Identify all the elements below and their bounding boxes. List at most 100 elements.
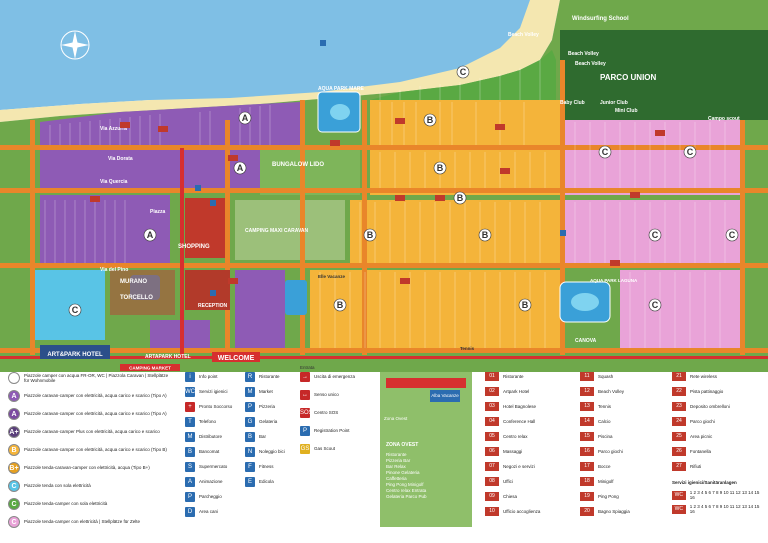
- svg-text:WELCOME: WELCOME: [218, 355, 255, 362]
- zone-marker: B: [478, 228, 492, 242]
- shopping-building: [185, 198, 225, 258]
- legend-zone-text: Piazzole tenda-caravan-camper con elettr…: [24, 465, 150, 471]
- label-parco-union: PARCO UNION: [600, 73, 657, 82]
- legend-service-text: Pronto Soccorso: [199, 404, 233, 410]
- label-artapark-hotel: ART&PARK HOTEL: [47, 352, 103, 358]
- inset-alba-vacanze: Alba Vacanze: [430, 390, 460, 402]
- code-badge: 18: [580, 477, 594, 486]
- parco-union-forest: [560, 30, 768, 120]
- main-roads: [0, 148, 768, 359]
- reception-pool: [285, 280, 307, 315]
- legend-zone-text: Piazzole caravan-camper con elettricità,…: [24, 411, 167, 417]
- newspaper-icon: E: [245, 477, 255, 487]
- legend-service-text: Market: [259, 389, 273, 395]
- legend-zone-text: Piazzole tenda-camper con sola elettrici…: [24, 501, 108, 507]
- code-badge: 23: [672, 402, 686, 411]
- aqua-park-mare-pool: [330, 104, 350, 120]
- label-via-azzurra: Via Azzurra: [100, 126, 127, 132]
- service-markers: [90, 40, 665, 296]
- label-beach-volley-2: Beach Volley: [568, 51, 599, 57]
- svg-text:B: B: [437, 163, 444, 173]
- svg-text:CAMPING MARKET: CAMPING MARKET: [129, 366, 171, 371]
- zone-marker: B: [363, 228, 377, 242]
- legend-code-text: Pista pattinaggio: [690, 388, 724, 394]
- zone-swatch: A+: [8, 426, 20, 438]
- svg-text:B: B: [367, 230, 374, 240]
- entertainment-icon: A: [185, 477, 195, 487]
- dog-icon: D: [185, 507, 195, 517]
- label-tennis: Tennis: [460, 346, 475, 351]
- legend-service-row: ↔Senso unico: [300, 390, 339, 400]
- legend-code-text: Fontanella: [690, 448, 712, 454]
- supermarket-icon: S: [185, 462, 195, 472]
- zone-cyan: [35, 270, 105, 340]
- legend-code-text: Minigolf: [598, 478, 614, 484]
- label-aqua-park-laguna: AQUA PARK LAGUNA: [590, 278, 638, 283]
- code-badge: 19: [580, 492, 594, 501]
- label-mini-club: Mini Club: [615, 108, 638, 114]
- wc-badge: WC: [672, 490, 686, 500]
- code-badge: 24: [672, 417, 686, 426]
- info-icon: i: [185, 372, 195, 382]
- wc-icon: WC: [185, 387, 195, 397]
- legend-code-text: Artpark Hotel: [503, 388, 530, 394]
- svg-text:C: C: [687, 147, 694, 157]
- zone-marker: B: [453, 191, 467, 205]
- legend-code-text: Rete wireless: [690, 373, 718, 379]
- zone-marker: C: [725, 228, 739, 242]
- phone-icon: T: [185, 417, 195, 427]
- bungalow-lido-area: [260, 150, 360, 195]
- legend-code-text: Hotel Bagnolese: [503, 403, 537, 409]
- label-artapark-hotel-2: ARTAPARK HOTEL: [145, 354, 191, 360]
- compass-icon: [60, 30, 90, 60]
- aqua-park-laguna-pool: [571, 293, 599, 311]
- legend-service-text: Bancomat: [199, 449, 220, 455]
- legend-service-text: Gelateria: [259, 419, 278, 425]
- zone-swatch: B: [8, 444, 20, 456]
- legend-zone-text: Piazzole tenda con sola elettricità: [24, 483, 91, 489]
- legend-code-text: Ristorante: [503, 373, 524, 379]
- label-murano: MURANO: [120, 279, 147, 285]
- inset-item: Bar Relax: [386, 464, 406, 469]
- exit-arrow-icon: →: [300, 372, 310, 382]
- beach: [0, 0, 560, 122]
- legend-service-text: Distributore: [199, 434, 223, 440]
- legend-service-text: Supermercato: [199, 464, 228, 470]
- legend-service-row: +Pronto Soccorso: [185, 402, 232, 412]
- zone-marker: B: [423, 113, 437, 127]
- svg-text:B: B: [337, 300, 344, 310]
- legend-zone-text: Piazzole camper con acqua FR-OR, WC | Pi…: [24, 372, 169, 384]
- zone-c-pink-low: [620, 270, 740, 350]
- label-via-dorata: Via Dorata: [108, 156, 133, 162]
- legend-service-row: S Supermercato: [185, 462, 227, 472]
- legend-service-text: Parcheggio: [199, 494, 222, 500]
- legend-zone-text: Piazzole tenda-camper con elettricità | …: [24, 519, 140, 525]
- market-icon: M: [245, 387, 255, 397]
- legend-code-text: Bagno Spiaggia: [598, 508, 630, 514]
- zone-marker: A: [238, 111, 252, 125]
- zone-c-green: [370, 50, 556, 100]
- label-camping-maxi: CAMPING MAXI CARAVAN: [245, 228, 309, 234]
- zone-b-big: [350, 200, 560, 265]
- sos-icon: SOS: [300, 408, 313, 418]
- label-via-quercia: Via Quercia: [100, 179, 128, 185]
- inset-item: Ristorante: [386, 452, 407, 457]
- svg-text:C: C: [729, 230, 736, 240]
